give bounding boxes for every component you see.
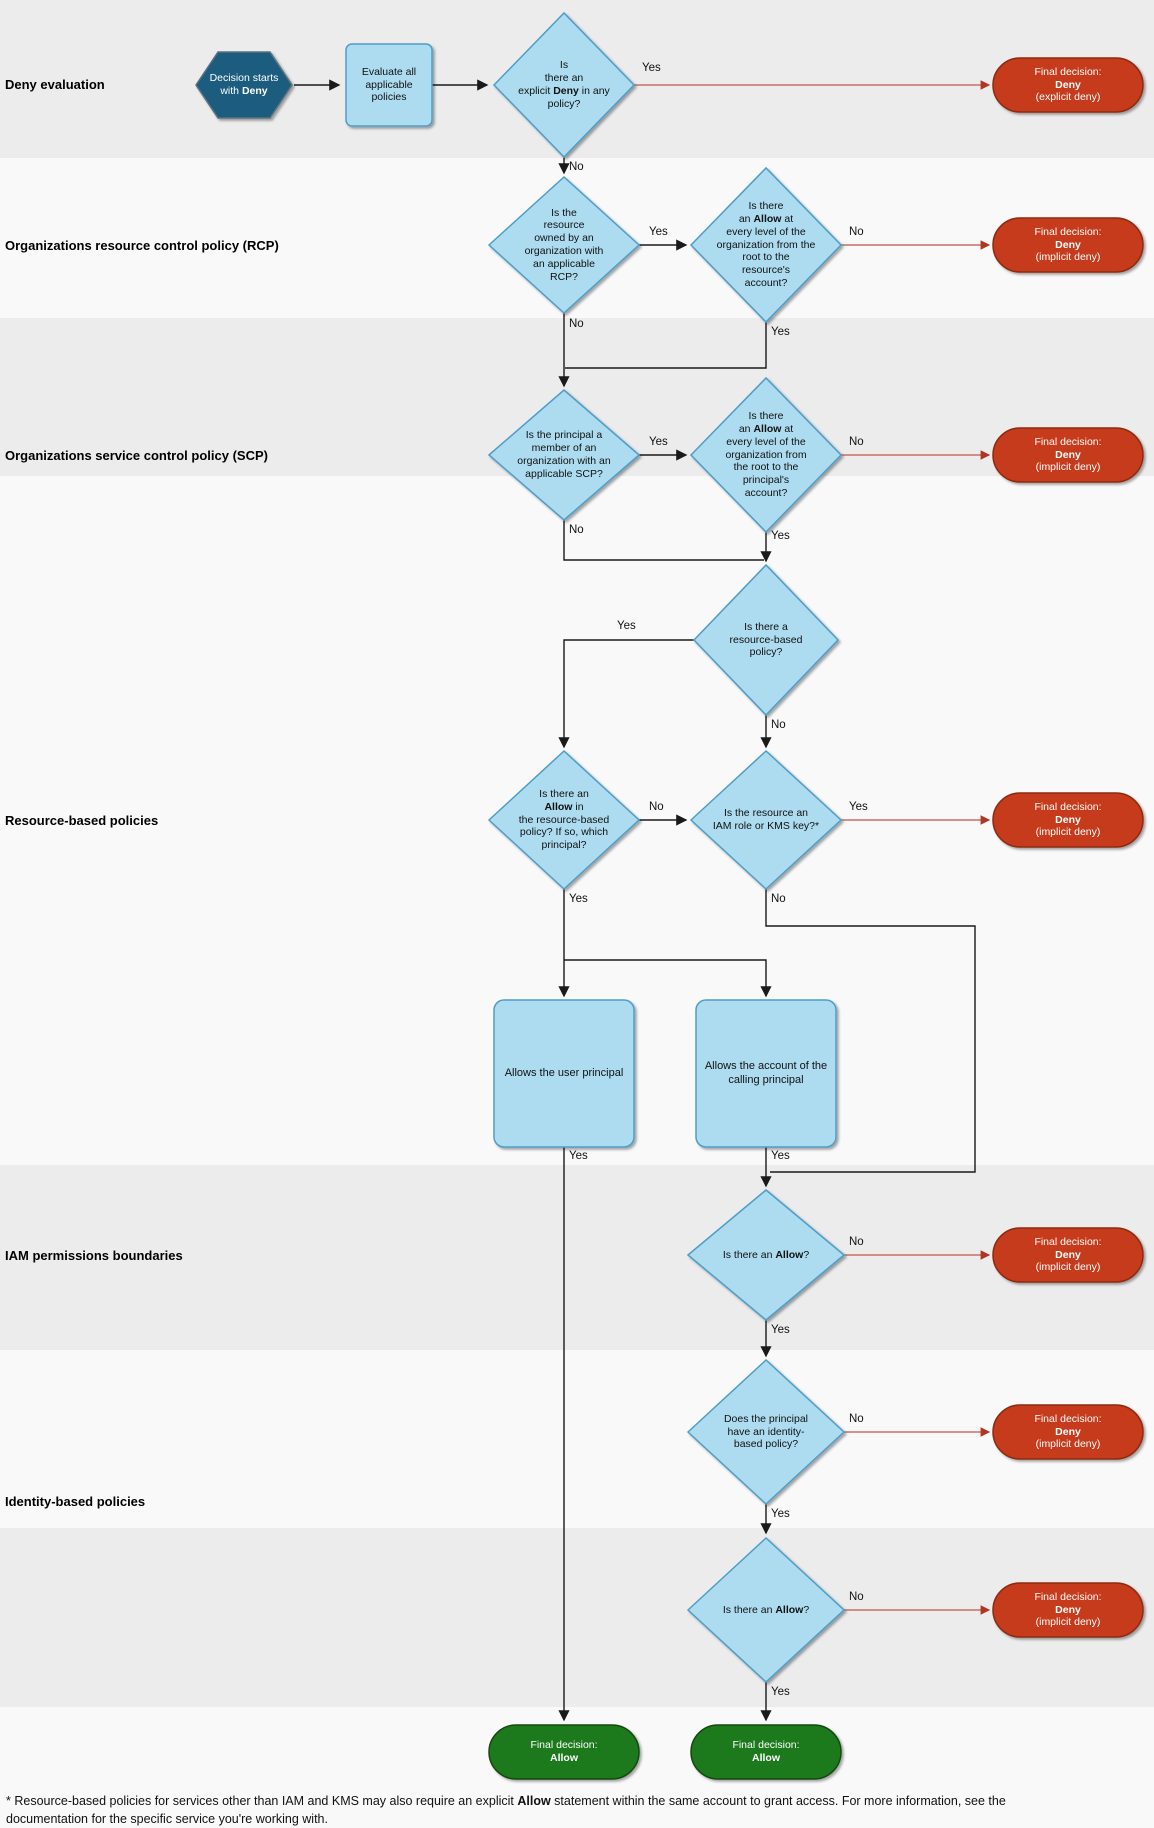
final-allow-oval-user — [488, 1724, 640, 1780]
rbp-allow-diamond — [487, 749, 641, 891]
edge-label-yes-scp-member: Yes — [649, 436, 668, 448]
section-label-resource-based: Resource-based policies — [5, 813, 159, 828]
final-deny-implicit-label-rbp: Final decision:Deny(implicit deny) — [1034, 800, 1102, 839]
final-deny-implicit-label-pb: Final decision:Deny(implicit deny) — [1034, 1235, 1102, 1274]
edge-label-yes-rbp-allow: Yes — [569, 893, 588, 905]
edge-label-no-pb-allow: No — [849, 1236, 864, 1248]
final-deny-implicit-oval-rbp — [992, 792, 1144, 848]
edge-label-no-ibp-allow: No — [849, 1591, 864, 1603]
ibp-exists-diamond — [686, 1358, 846, 1506]
connector-rbpallow-yes-account — [564, 959, 772, 998]
band-identity-based-2 — [0, 1528, 1154, 1707]
final-allow-label-user: Final decision:Allow — [530, 1739, 598, 1764]
edge-label-yes-ibp-allow: Yes — [771, 1686, 790, 1698]
final-allow-label-account: Final decision:Allow — [732, 1739, 800, 1764]
scp-member-diamond — [487, 389, 641, 521]
edge-label-yes-ibp-exists: Yes — [771, 1508, 790, 1520]
connector-rbp-yes-left — [558, 639, 694, 749]
rcp-allow-diamond — [689, 166, 843, 324]
final-deny-implicit-oval-ibp — [992, 1404, 1144, 1460]
pb-allow-question: Is there an Allow? — [722, 1248, 810, 1261]
explicit-deny-diamond — [492, 11, 636, 159]
edge-label-yes-explicit-deny: Yes — [642, 62, 661, 74]
edge-label-yes-allows-account: Yes — [771, 1150, 790, 1162]
edge-label-yes-iam-kms: Yes — [849, 801, 868, 813]
ibp-allow-diamond — [686, 1536, 846, 1684]
edge-label-no-rcp-allow: No — [849, 226, 864, 238]
final-deny-implicit-label-ibp-allow: Final decision:Deny(implicit deny) — [1034, 1590, 1102, 1629]
edge-label-yes-rcp-allow: Yes — [771, 326, 790, 338]
allows-user-box — [493, 999, 635, 1148]
edge-label-no-rcp-owned: No — [569, 318, 584, 330]
edge-label-yes-pb-allow: Yes — [771, 1324, 790, 1336]
final-deny-implicit-label-ibp: Final decision:Deny(implicit deny) — [1034, 1412, 1102, 1451]
final-deny-implicit-oval-scp — [992, 427, 1144, 483]
pb-allow-diamond — [686, 1189, 846, 1321]
ibp-allow-question: Is there an Allow? — [722, 1603, 810, 1616]
section-label-permissions-boundaries: IAM permissions boundaries — [5, 1248, 183, 1263]
edge-label-no-explicit-deny: No — [569, 161, 584, 173]
allows-user-label: Allows the user principal — [504, 1066, 624, 1079]
rcp-owned-diamond — [487, 175, 641, 315]
band-identity-based-1 — [0, 1350, 1154, 1528]
band-permissions-boundaries — [0, 1165, 1154, 1350]
edge-label-no-scp-member: No — [569, 524, 584, 536]
edge-label-no-rbp-allow: No — [649, 801, 664, 813]
section-label-deny-evaluation: Deny evaluation — [5, 77, 105, 92]
edge-label-no-ibp-exists: No — [849, 1413, 864, 1425]
edge-label-yes-allows-user: Yes — [569, 1150, 588, 1162]
scp-allow-diamond — [689, 376, 843, 534]
final-deny-implicit-oval-ibp-allow — [992, 1582, 1144, 1638]
edge-label-no-rbp-exists: No — [771, 719, 786, 731]
section-label-identity-based: Identity-based policies — [5, 1494, 146, 1509]
edge-label-no-scp-allow: No — [849, 436, 864, 448]
final-deny-implicit-oval-rcp — [992, 217, 1144, 273]
evaluate-policies-box — [345, 43, 433, 127]
edge-label-no-iam-kms: No — [771, 893, 786, 905]
rbp-exists-diamond — [692, 563, 840, 717]
edge-label-yes-rbp-exists: Yes — [617, 620, 636, 632]
start-hexagon — [195, 51, 293, 119]
edge-label-yes-scp-allow: Yes — [771, 530, 790, 542]
connector-rcpallow-yes-merge — [565, 322, 767, 369]
section-label-rcp: Organizations resource control policy (R… — [5, 238, 279, 253]
final-deny-explicit-label: Final decision:Deny(explicit deny) — [1034, 65, 1102, 104]
footnote: * Resource-based policies for services o… — [6, 1794, 1006, 1827]
section-label-scp: Organizations service control policy (SC… — [5, 448, 268, 463]
connector-scp-no-merge — [563, 520, 764, 561]
final-allow-oval-account — [690, 1724, 842, 1780]
final-deny-implicit-label-scp: Final decision:Deny(implicit deny) — [1034, 435, 1102, 474]
edge-label-yes-rcp-owned: Yes — [649, 226, 668, 238]
final-deny-implicit-oval-pb — [992, 1227, 1144, 1283]
allows-account-box — [695, 999, 837, 1148]
connector-iamkms-no-bypass — [765, 889, 976, 1173]
iam-kms-diamond — [689, 749, 843, 891]
final-deny-implicit-label-rcp: Final decision:Deny(implicit deny) — [1034, 225, 1102, 264]
final-deny-explicit-oval — [992, 57, 1144, 113]
